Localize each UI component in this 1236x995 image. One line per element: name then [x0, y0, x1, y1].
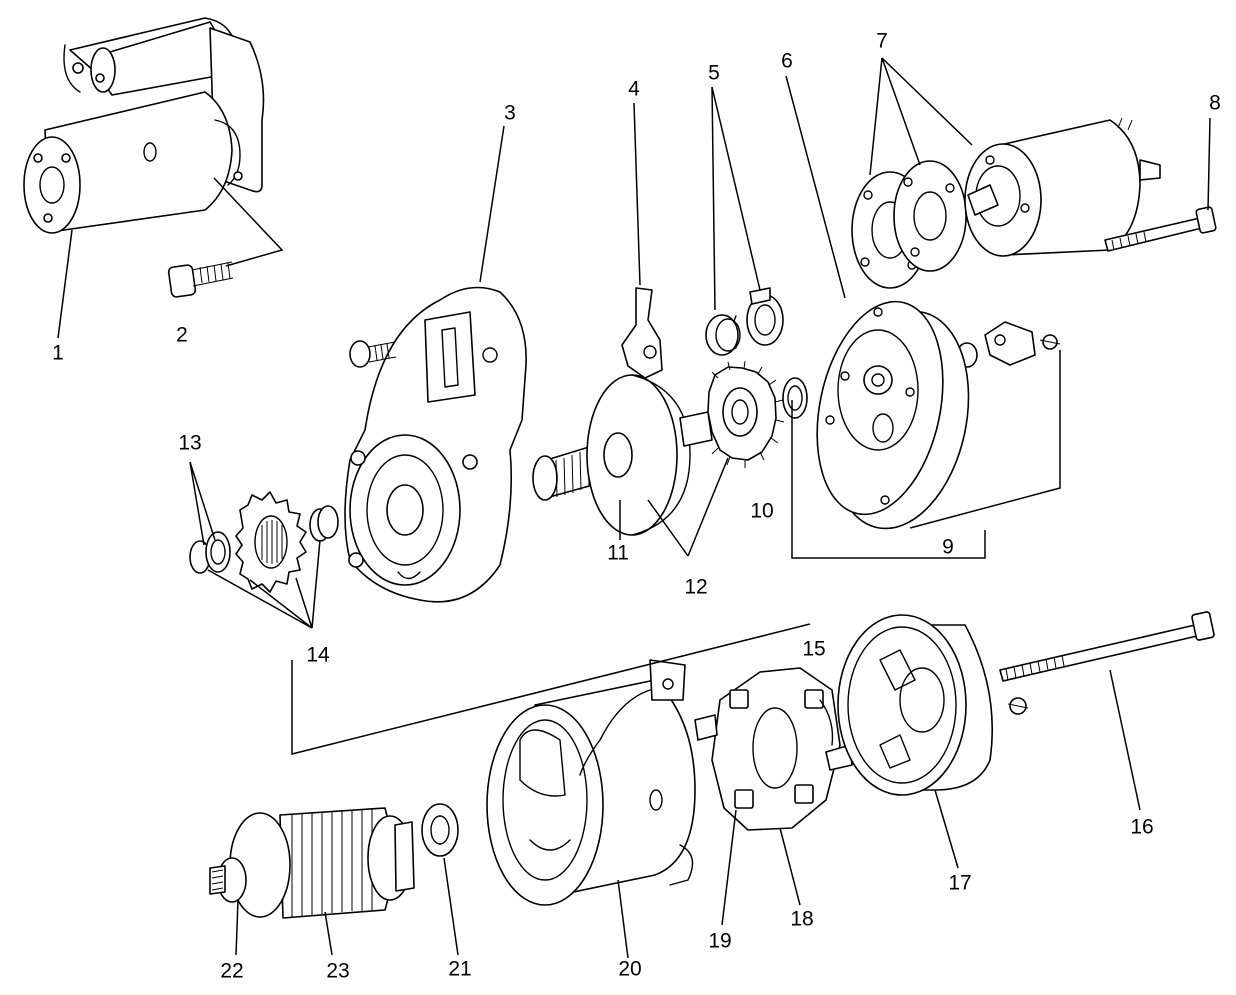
long-bolt-part-8 — [1104, 206, 1217, 252]
callout-22: 22 — [220, 960, 243, 983]
callout-5: 5 — [708, 62, 720, 85]
callout-19: 19 — [708, 930, 731, 953]
assembled-starter-motor — [23, 17, 265, 234]
washers-part-9 — [782, 321, 1061, 419]
pinion-and-rings-parts-13-14 — [189, 491, 339, 593]
callout-4: 4 — [628, 78, 640, 101]
callout-3: 3 — [504, 102, 516, 125]
gear-part-10 — [707, 360, 785, 468]
callout-8: 8 — [1209, 92, 1221, 115]
callout-15: 15 — [802, 638, 825, 661]
callout-18: 18 — [790, 908, 813, 931]
drive-end-housing-part-3 — [344, 286, 527, 603]
callout-20: 20 — [618, 958, 641, 981]
bracket-part-6 — [816, 300, 970, 530]
screw-drive-housing — [349, 340, 397, 368]
yoke-part-20 — [486, 659, 696, 906]
lever-and-shaft-parts-4-11-12 — [532, 287, 713, 536]
callout-1: 1 — [52, 342, 64, 365]
spring-and-bushing-part-5 — [705, 287, 784, 356]
bolt-part-2 — [167, 261, 234, 298]
solenoid-part-7 — [851, 117, 1161, 289]
callout-labels: 1 2 3 4 5 6 7 8 9 10 11 12 13 14 15 16 1… — [52, 30, 1221, 983]
callout-21: 21 — [448, 958, 471, 981]
callout-12: 12 — [684, 576, 707, 599]
leader-lines — [57, 57, 1211, 959]
bearing-part-21 — [421, 803, 459, 857]
callout-2: 2 — [176, 324, 188, 347]
callout-13: 13 — [178, 432, 201, 455]
end-cover-part-17 — [837, 614, 993, 796]
through-bolt-part-16 — [999, 611, 1215, 715]
callout-14: 14 — [306, 644, 330, 667]
callout-11: 11 — [607, 542, 629, 565]
callout-17: 17 — [948, 872, 971, 895]
callout-10: 10 — [750, 500, 773, 523]
callout-6: 6 — [781, 50, 793, 73]
callout-23: 23 — [326, 960, 349, 983]
armature-parts-22-23 — [209, 807, 415, 919]
brush-holder-parts-18-19 — [694, 667, 853, 831]
callout-16: 16 — [1130, 816, 1153, 839]
callout-9: 9 — [942, 536, 954, 559]
callout-7: 7 — [876, 30, 888, 53]
